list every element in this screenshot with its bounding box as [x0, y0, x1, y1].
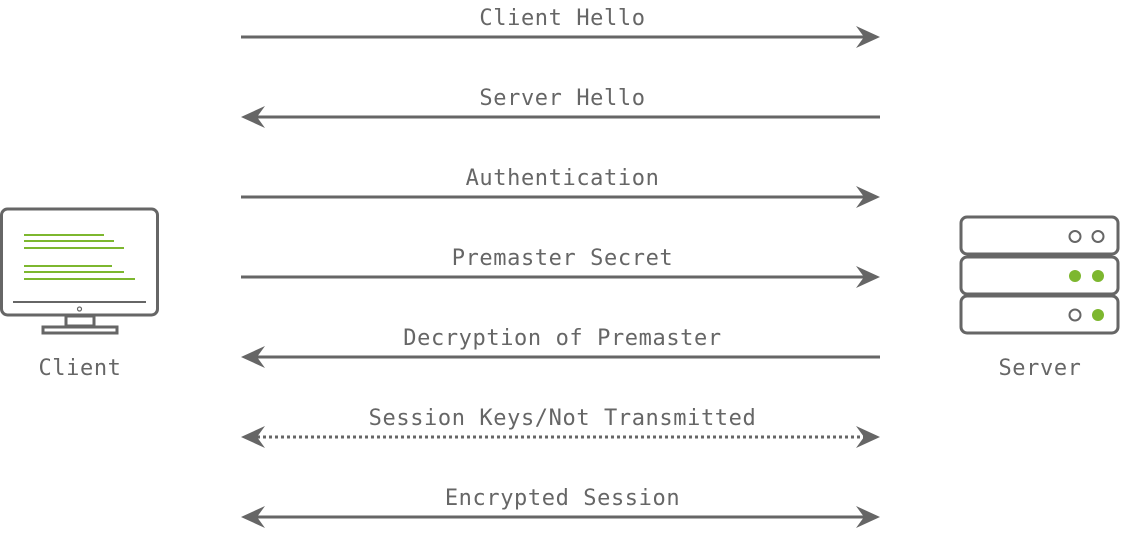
led-off-indicator	[1091, 230, 1105, 243]
arrowhead-left	[241, 106, 265, 128]
arrowhead-right	[856, 26, 880, 48]
led-on-indicator	[1092, 270, 1104, 282]
message-label: Premaster Secret	[452, 246, 674, 271]
client-label: Client	[38, 356, 121, 381]
message-arrow: Session Keys/Not Transmitted	[241, 406, 880, 448]
message-label: Session Keys/Not Transmitted	[369, 406, 757, 431]
arrowhead-left	[241, 426, 265, 448]
message-arrow: Authentication	[241, 166, 880, 208]
message-arrow: Premaster Secret	[241, 246, 880, 288]
arrowhead-right	[856, 426, 880, 448]
server-label: Server	[998, 356, 1081, 381]
led-on-indicator	[1092, 309, 1104, 321]
arrowhead-right	[856, 186, 880, 208]
message-label: Encrypted Session	[445, 486, 680, 511]
message-arrow: Decryption of Premaster	[241, 326, 880, 368]
arrowhead-right	[856, 506, 880, 528]
arrowhead-right	[856, 266, 880, 288]
message-arrow: Client Hello	[241, 6, 880, 48]
arrowhead-left	[241, 346, 265, 368]
led-off-indicator	[1068, 308, 1082, 322]
client-monitor-icon	[0, 207, 159, 335]
message-arrow: Encrypted Session	[241, 486, 880, 528]
message-arrow: Server Hello	[241, 86, 880, 128]
server-icon	[959, 215, 1120, 335]
led-on-indicator	[1069, 270, 1081, 282]
arrowhead-left	[241, 506, 265, 528]
message-label: Client Hello	[479, 6, 645, 31]
message-label: Authentication	[466, 166, 660, 191]
message-label: Server Hello	[479, 86, 645, 111]
server-status-leds	[1068, 230, 1105, 322]
led-off-indicator	[1068, 230, 1082, 243]
message-label: Decryption of Premaster	[403, 326, 721, 351]
